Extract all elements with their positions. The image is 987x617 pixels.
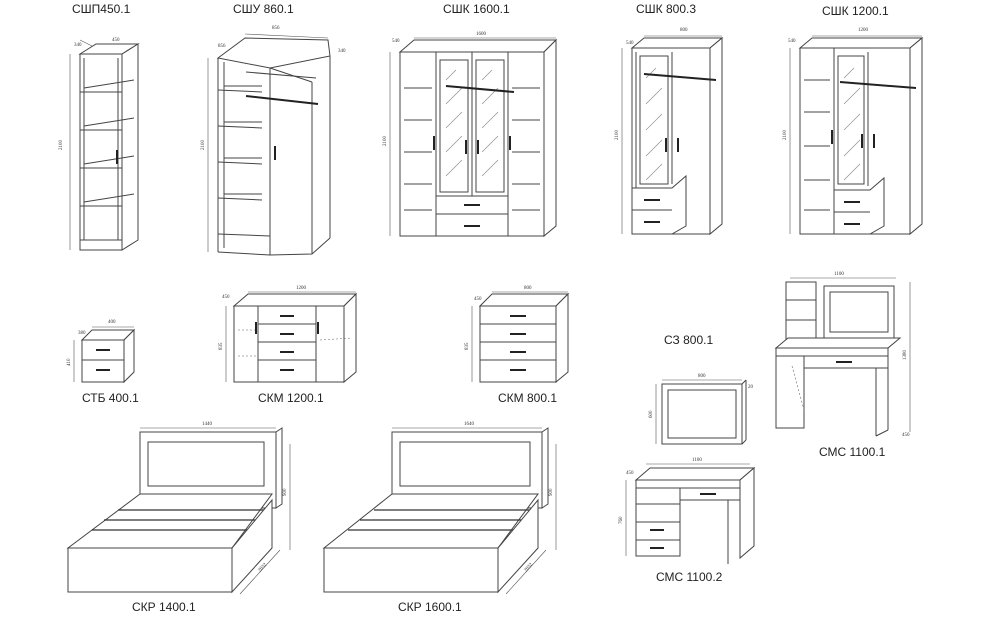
label-skr1600: СКР 1600.1 <box>398 600 462 614</box>
dim-skr1400-width: 1440 <box>202 422 213 427</box>
label-sz800: СЗ 800.1 <box>664 333 714 347</box>
label-stb400: СТБ 400.1 <box>82 391 139 405</box>
drawing-sms1100-1: 1100 450 1380 <box>774 272 911 438</box>
drawing-skr1600: 1640 900 2032 <box>322 422 557 595</box>
dim-skr1400-length: 2032 <box>258 562 269 573</box>
label-sms1100-2: СМС 1100.2 <box>656 570 723 584</box>
drawing-skm800: 800 450 835 <box>465 286 570 384</box>
dim-skm800-width: 800 <box>524 286 532 291</box>
drawing-skm1200: 1200 450 835 <box>219 286 358 384</box>
dim-skm800-depth: 450 <box>474 297 482 302</box>
label-sshk1600: СШК 1600.1 <box>443 2 510 16</box>
dim-skm800-height: 835 <box>465 342 470 350</box>
label-sshk1200: СШК 1200.1 <box>822 4 889 18</box>
dim-stb-height: 410 <box>67 358 72 366</box>
label-sshu860: СШУ 860.1 <box>233 2 294 16</box>
dim-sshu-width: 856 <box>272 26 280 31</box>
dim-skm1200-depth: 450 <box>222 295 230 300</box>
dim-sms1-depth: 450 <box>902 433 910 438</box>
dim-sms2-height: 760 <box>619 516 624 524</box>
dim-sshk800-width: 800 <box>680 28 688 33</box>
drawing-sshk1600: 1600 540 <box>383 32 558 238</box>
dim-sshu-depth1: 856 <box>218 44 226 49</box>
dim-sshu-depth2: 340 <box>338 49 346 54</box>
label-sshk800: СШК 800.3 <box>636 2 697 16</box>
dim-sship-depth: 340 <box>74 43 82 48</box>
drawing-sms1100-2: 1100 450 760 <box>619 458 756 564</box>
dim-sz-width: 800 <box>698 374 706 379</box>
dim-sshk1200-width: 1200 <box>858 28 869 33</box>
dim-sshk1600-height: 2100 <box>383 136 388 147</box>
dim-sshk1200-height: 2100 <box>783 130 788 141</box>
dim-sshk800-depth: 540 <box>626 41 634 46</box>
dim-sshk800-height: 2100 <box>615 130 620 141</box>
dim-sz-height: 600 <box>649 410 654 418</box>
dim-skr1600-width: 1640 <box>464 422 475 427</box>
dim-sship-height: 2100 <box>59 140 64 151</box>
dim-sship-width: 450 <box>112 38 120 43</box>
drawing-sshu860: 856 856 340 2100 <box>201 26 346 256</box>
drawing-sshk1200: 1200 540 <box>783 28 924 236</box>
drawing-sz800: 800 20 600 <box>649 374 754 445</box>
label-skm800: СКМ 800.1 <box>498 391 558 405</box>
dim-sshk1600-depth: 540 <box>392 39 400 44</box>
dim-sz-depth: 20 <box>748 385 754 390</box>
dim-sms1-height: 1380 <box>903 350 908 361</box>
dim-sshk1200-depth: 540 <box>788 39 796 44</box>
dim-skm1200-height: 835 <box>219 342 224 350</box>
dim-sshu-height: 2100 <box>201 140 206 151</box>
dim-stb-depth: 380 <box>78 331 86 336</box>
drawing-sshk800: 800 540 2100 <box>615 28 724 236</box>
dim-sshk1600-width: 1600 <box>476 32 487 37</box>
label-skr1400: СКР 1400.1 <box>132 600 196 614</box>
dim-sms2-depth: 450 <box>626 471 634 476</box>
dim-sms2-width: 1100 <box>692 458 702 463</box>
label-sms1100-1: СМС 1100.1 <box>819 445 886 459</box>
dim-skr1600-length: 2032 <box>524 562 535 573</box>
dim-skr1400-height: 900 <box>283 488 288 496</box>
dim-skr1600-height: 900 <box>549 488 554 496</box>
label-skm1200: СКМ 1200.1 <box>258 391 324 405</box>
dim-stb-width: 400 <box>108 320 116 325</box>
drawing-stb400: 400 380 410 <box>67 320 136 384</box>
drawing-skr1400: 1440 900 2032 <box>66 422 291 595</box>
label-sship450: СШП450.1 <box>72 2 131 16</box>
dim-sms1-width: 1100 <box>834 272 844 277</box>
drawing-sship450: 450 340 2100 <box>59 38 140 251</box>
dim-skm1200-width: 1200 <box>296 286 307 291</box>
